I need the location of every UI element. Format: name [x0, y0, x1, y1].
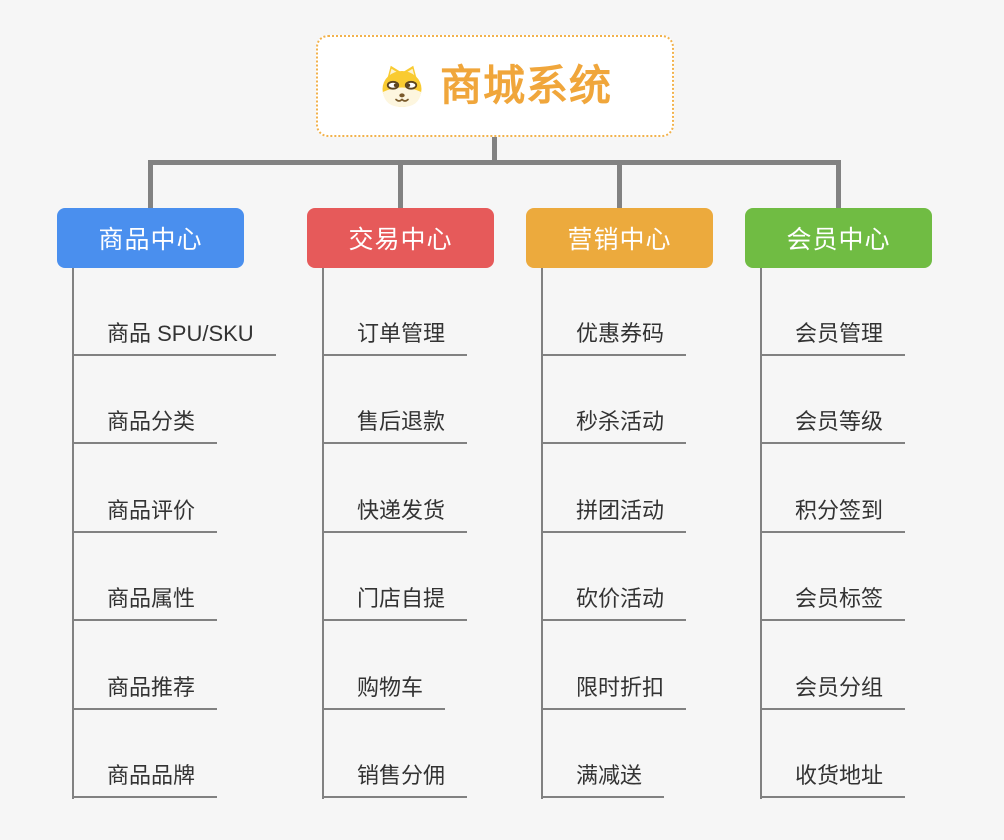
trunk-line-marketing [541, 268, 543, 799]
leaf-node[interactable]: 商品品牌 [73, 763, 218, 798]
leaf-node[interactable]: 门店自提 [323, 586, 468, 621]
dog-face-icon [382, 65, 422, 107]
trunk-line-member [760, 268, 762, 799]
branch-label: 商品中心 [98, 226, 203, 254]
branch-member-center[interactable]: 会员中心 [745, 208, 932, 268]
leaf-node[interactable]: 商品属性 [73, 586, 218, 621]
leaf-node[interactable]: 收货地址 [761, 763, 906, 798]
leaf-node[interactable]: 满减送 [542, 763, 665, 798]
leaf-node[interactable]: 快递发货 [323, 498, 468, 533]
root-node[interactable]: 商城系统 [316, 35, 674, 137]
leaf-node[interactable]: 售后退款 [323, 409, 468, 444]
connector-drop-marketing [617, 163, 622, 208]
leaf-node[interactable]: 商品评价 [73, 498, 218, 533]
trunk-line-trade [322, 268, 324, 799]
connector-drop-member [836, 163, 841, 208]
leaf-node[interactable]: 商品推荐 [73, 675, 218, 710]
leaf-node[interactable]: 拼团活动 [542, 498, 687, 533]
connector-drop-trade [398, 163, 403, 208]
branch-marketing-center[interactable]: 营销中心 [526, 208, 713, 268]
branch-trade-center[interactable]: 交易中心 [307, 208, 494, 268]
leaf-node[interactable]: 限时折扣 [542, 675, 687, 710]
connector-horizontal-bar [148, 160, 841, 165]
leaf-node[interactable]: 会员等级 [761, 409, 906, 444]
leaf-node[interactable]: 销售分佣 [323, 763, 468, 798]
branch-label: 会员中心 [786, 226, 891, 254]
leaf-node[interactable]: 积分签到 [761, 498, 906, 533]
root-title: 商城系统 [439, 62, 612, 109]
leaf-node[interactable]: 会员标签 [761, 586, 906, 621]
leaf-node[interactable]: 优惠券码 [542, 321, 687, 356]
leaf-node[interactable]: 订单管理 [323, 321, 468, 356]
leaf-node[interactable]: 砍价活动 [542, 586, 687, 621]
leaf-node[interactable]: 商品 SPU/SKU [73, 321, 276, 356]
leaf-node[interactable]: 购物车 [323, 675, 446, 710]
leaf-node[interactable]: 商品分类 [73, 409, 218, 444]
branch-product-center[interactable]: 商品中心 [57, 208, 244, 268]
leaf-node[interactable]: 会员管理 [761, 321, 906, 356]
leaf-node[interactable]: 秒杀活动 [542, 409, 687, 444]
branch-label: 交易中心 [348, 226, 453, 254]
trunk-line-product [72, 268, 74, 799]
connector-root-stem [492, 137, 497, 165]
leaf-node[interactable]: 会员分组 [761, 675, 906, 710]
branch-label: 营销中心 [567, 226, 672, 254]
connector-drop-product [148, 163, 153, 208]
